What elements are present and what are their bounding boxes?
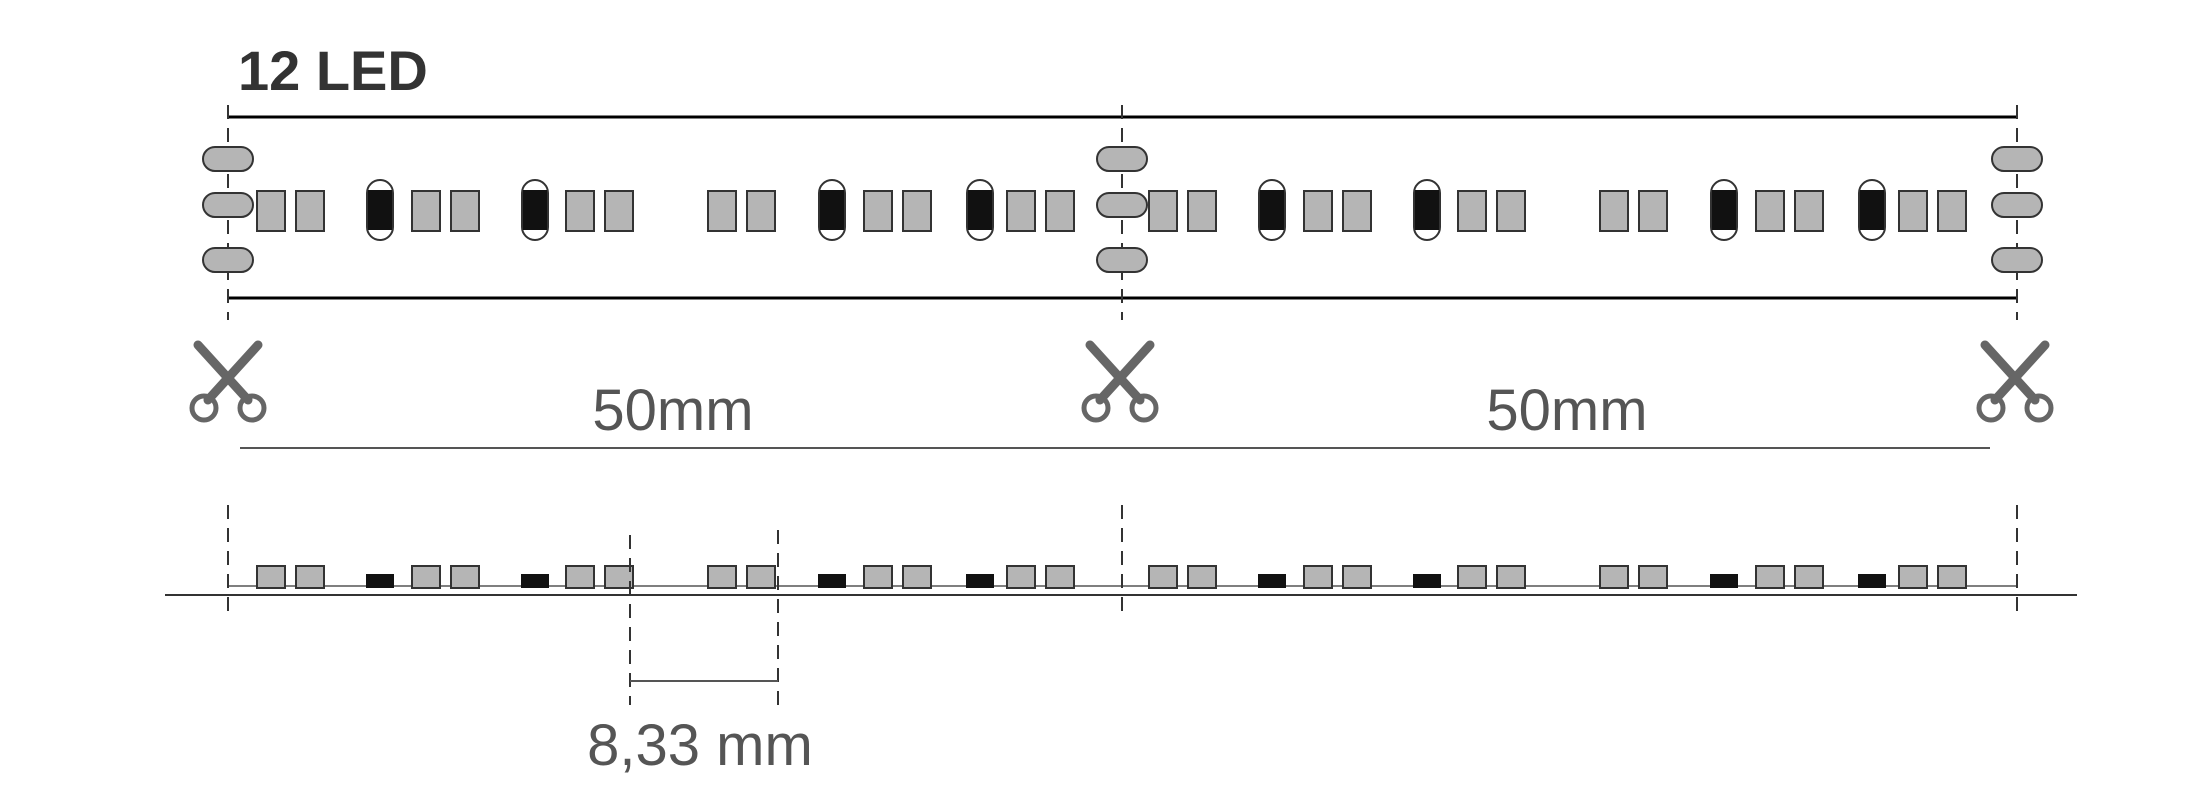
led-chip	[707, 190, 737, 232]
solder-pad	[202, 146, 254, 172]
component-body	[523, 190, 547, 230]
component-side	[1858, 574, 1886, 588]
led-chip-side	[1045, 565, 1075, 589]
led-chip-side	[1342, 565, 1372, 589]
led-chip-side	[1187, 565, 1217, 589]
led-chip-side	[295, 565, 325, 589]
scissors-blade	[1980, 340, 2040, 405]
led-chip-side	[1638, 565, 1668, 589]
led-chip	[1599, 190, 1629, 232]
led-chip	[450, 190, 480, 232]
scissors-icon	[1081, 340, 1159, 423]
led-chip	[1638, 190, 1668, 232]
component-side	[818, 574, 846, 588]
component-side	[366, 574, 394, 588]
scissors-handle	[1081, 393, 1111, 423]
led-chip-side	[1303, 565, 1333, 589]
led-chip	[411, 190, 441, 232]
led-chip-side	[411, 565, 441, 589]
solder-pad	[1991, 146, 2043, 172]
scissors-blade	[193, 340, 253, 405]
segment-length-label-2: 50mm	[1486, 378, 1647, 443]
led-chip	[1755, 190, 1785, 232]
led-chip-side	[1006, 565, 1036, 589]
diagram-title: 12 LED	[238, 39, 428, 102]
led-chip-side	[450, 565, 480, 589]
segment-length-label-1: 50mm	[592, 378, 753, 443]
led-chip	[1148, 190, 1178, 232]
led-chip-side	[1755, 565, 1785, 589]
led-chip	[1045, 190, 1075, 232]
led-chip	[1303, 190, 1333, 232]
scissors-handle	[2024, 393, 2054, 423]
led-chip	[256, 190, 286, 232]
strip-top-view	[202, 146, 2043, 273]
component-body	[1712, 190, 1736, 230]
scissors-handle	[1129, 393, 1159, 423]
component-body	[820, 190, 844, 230]
led-chip	[902, 190, 932, 232]
solder-pad	[202, 247, 254, 273]
led-chip-side	[565, 565, 595, 589]
led-chip-side	[256, 565, 286, 589]
solder-pad	[1096, 247, 1148, 273]
led-chip	[863, 190, 893, 232]
led-chip	[295, 190, 325, 232]
scissors-icon	[189, 340, 267, 423]
scissors-blade	[1085, 340, 1145, 405]
scissors-handle	[237, 393, 267, 423]
component-side	[1258, 574, 1286, 588]
strip-side-view	[256, 565, 1967, 589]
led-chip-side	[707, 565, 737, 589]
component-body	[1415, 190, 1439, 230]
solder-pad	[202, 192, 254, 218]
led-chip	[1342, 190, 1372, 232]
component-side	[521, 574, 549, 588]
pitch-label: 8,33 mm	[587, 713, 813, 778]
component-side	[966, 574, 994, 588]
scissors-handle	[1976, 393, 2006, 423]
led-chip	[565, 190, 595, 232]
component-body	[368, 190, 392, 230]
led-chip	[1937, 190, 1967, 232]
led-chip	[1496, 190, 1526, 232]
led-chip-side	[1898, 565, 1928, 589]
solder-pad	[1991, 192, 2043, 218]
led-chip	[746, 190, 776, 232]
scissors-handle	[189, 393, 219, 423]
led-chip	[1187, 190, 1217, 232]
led-chip	[604, 190, 634, 232]
component-side	[1413, 574, 1441, 588]
component-body	[1860, 190, 1884, 230]
solder-pad	[1991, 247, 2043, 273]
solder-pad	[1096, 146, 1148, 172]
led-chip-side	[604, 565, 634, 589]
led-chip-side	[1457, 565, 1487, 589]
led-chip-side	[1794, 565, 1824, 589]
solder-pad	[1096, 192, 1148, 218]
led-chip-side	[902, 565, 932, 589]
led-chip-side	[1937, 565, 1967, 589]
led-chip-side	[746, 565, 776, 589]
led-chip-side	[1599, 565, 1629, 589]
led-chip	[1006, 190, 1036, 232]
scissors-blade	[1990, 340, 2050, 405]
scissors-blade	[1095, 340, 1155, 405]
scissors-blade	[203, 340, 263, 405]
component-body	[1260, 190, 1284, 230]
led-chip-side	[1148, 565, 1178, 589]
led-chip-side	[863, 565, 893, 589]
led-chip	[1794, 190, 1824, 232]
led-chip	[1898, 190, 1928, 232]
led-chip	[1457, 190, 1487, 232]
component-side	[1710, 574, 1738, 588]
scissors-icon	[1976, 340, 2054, 423]
led-chip-side	[1496, 565, 1526, 589]
component-body	[968, 190, 992, 230]
